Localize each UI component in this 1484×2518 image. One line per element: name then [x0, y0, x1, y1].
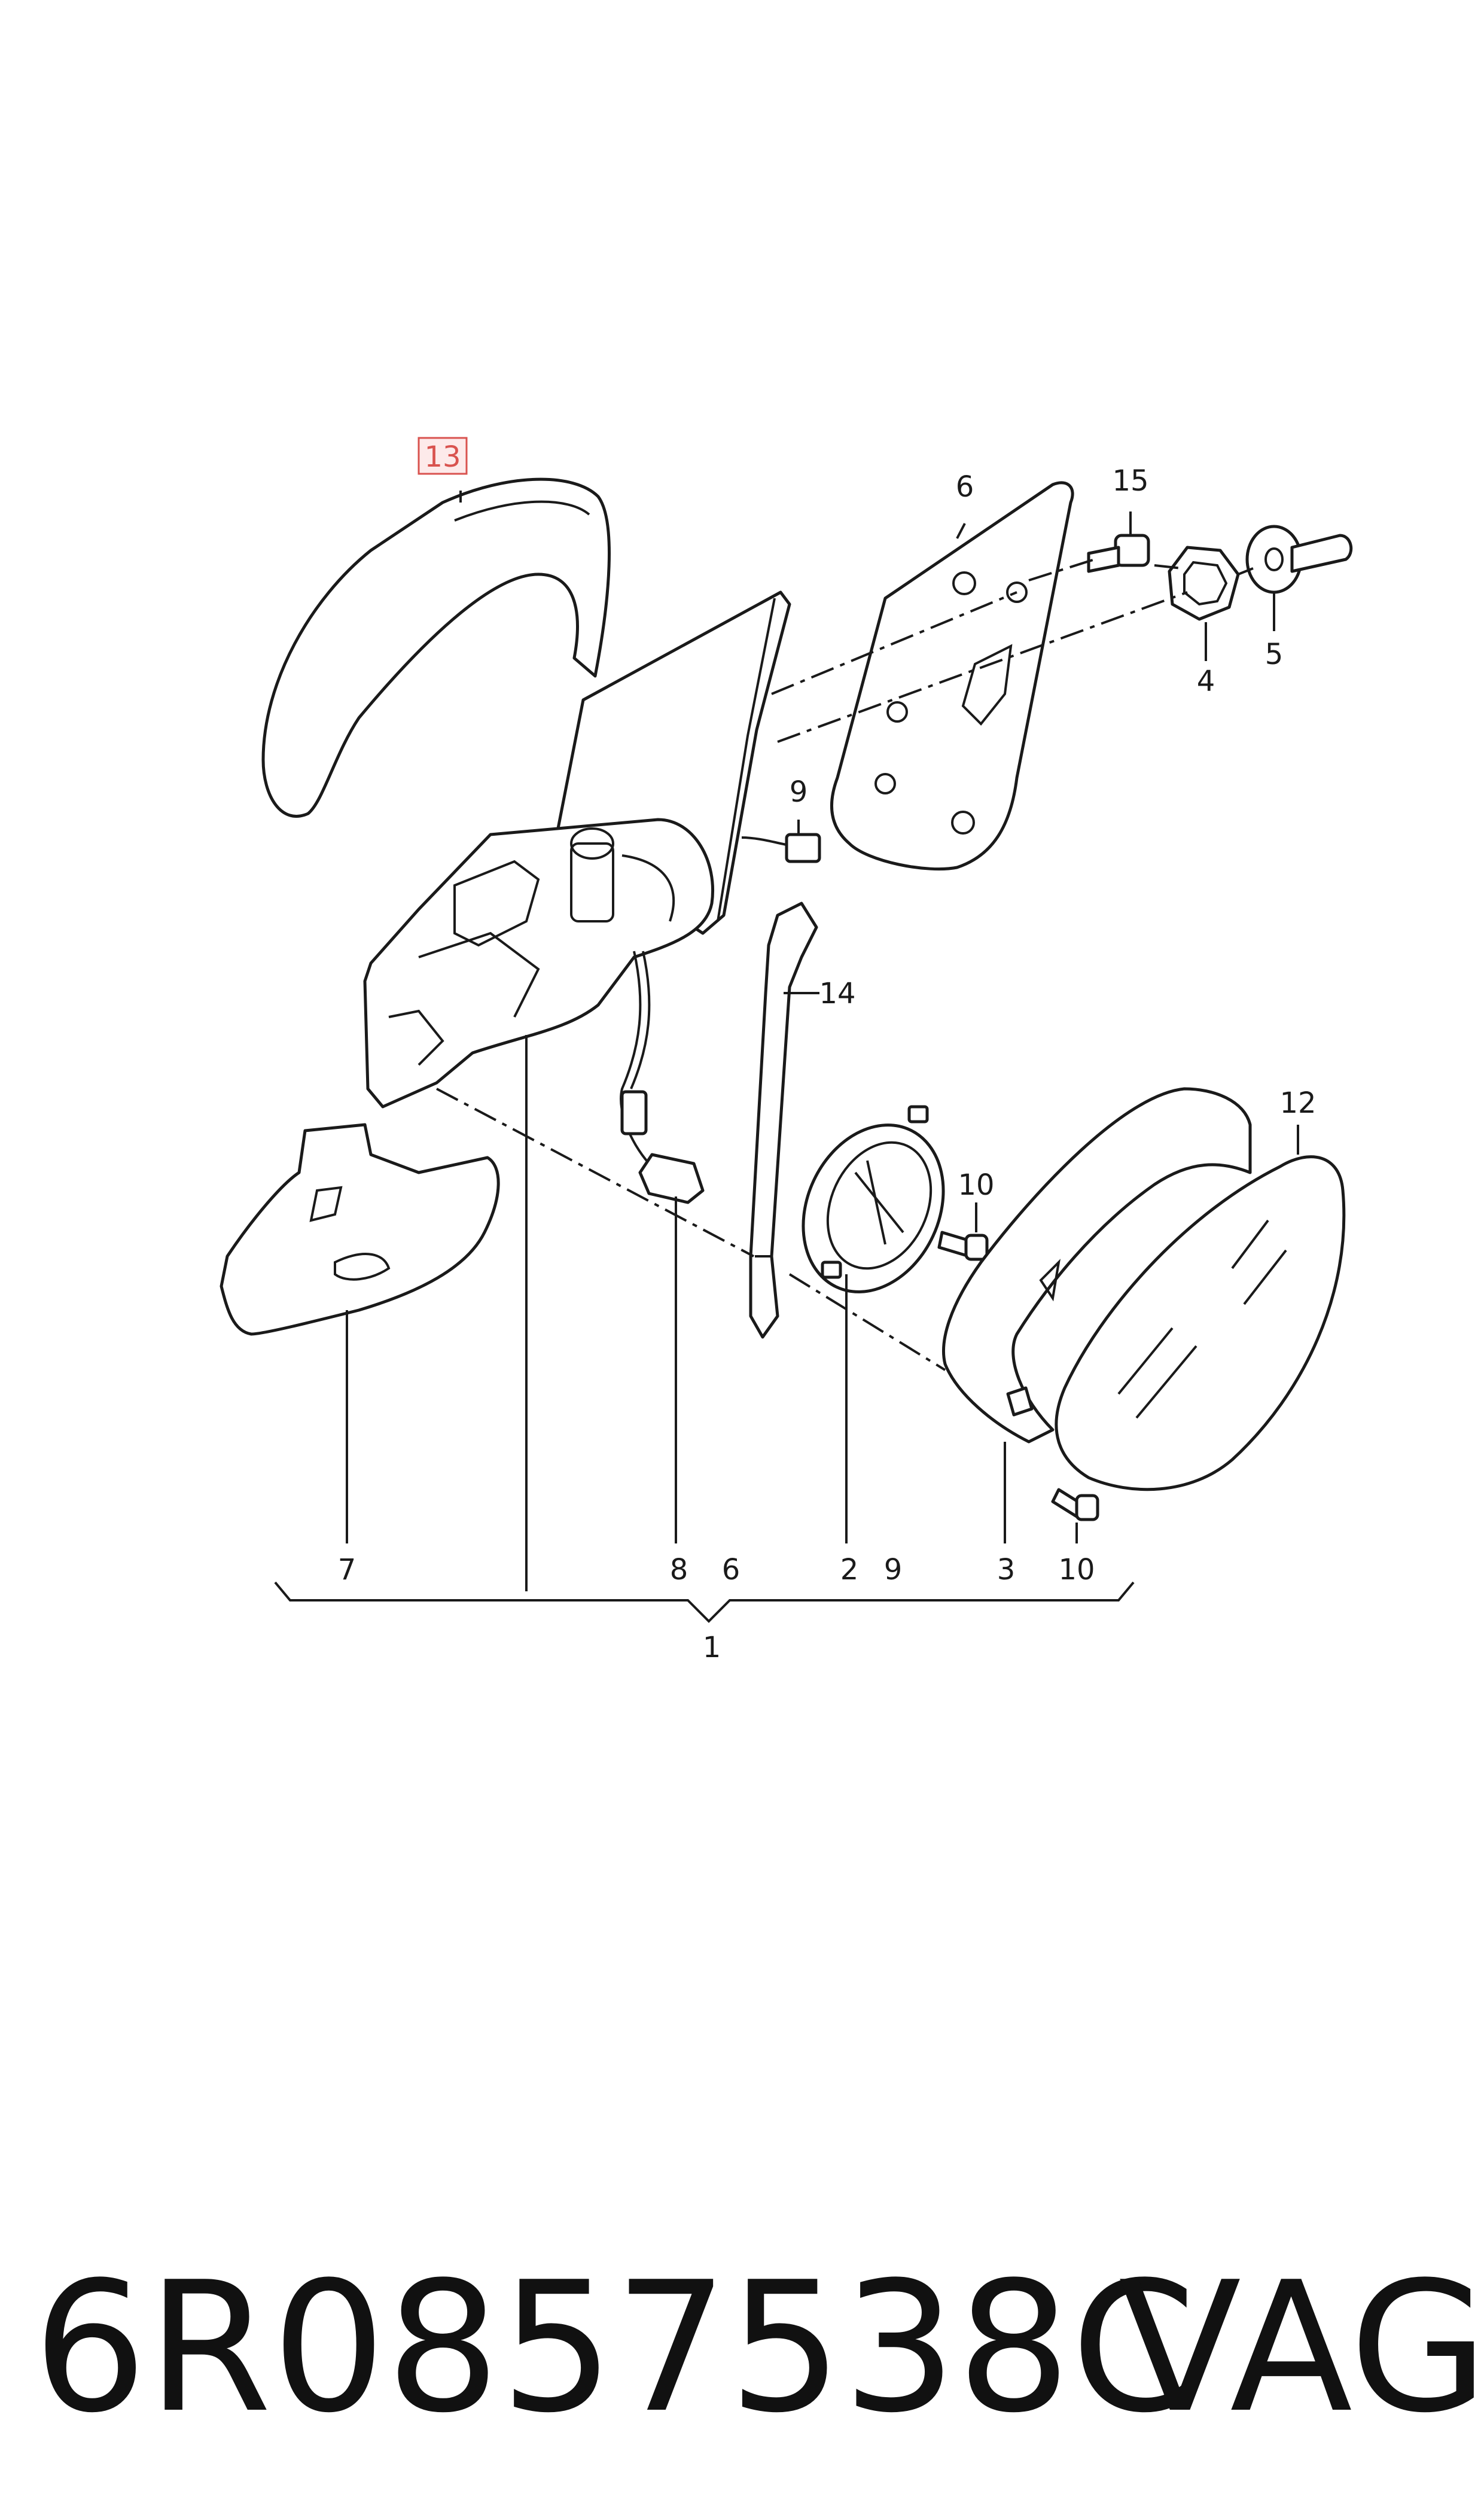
callout-4[interactable]: 4	[1197, 665, 1215, 698]
turn-signal-strip-part[interactable]	[749, 902, 818, 1339]
callout-14[interactable]: 14	[819, 977, 855, 1010]
callout-3[interactable]: 3	[997, 1553, 1016, 1587]
nut-part-4[interactable]	[1168, 546, 1240, 621]
mirror-frame-part[interactable]	[942, 1087, 1252, 1444]
part-number-text: 6R0857538C	[33, 2243, 1196, 2452]
screw-part-15[interactable]	[1087, 534, 1150, 573]
screw-part-10-bottom[interactable]	[1051, 1488, 1099, 1521]
cable-connector-part-8[interactable]	[620, 951, 705, 1204]
brand-text: VAG	[1119, 2243, 1484, 2452]
assembly-bracket	[274, 1581, 1135, 1623]
callout-12[interactable]: 12	[1279, 1086, 1316, 1120]
callout-13[interactable]: 13	[424, 440, 461, 474]
callout-6-bottom[interactable]: 6	[722, 1553, 741, 1587]
callout-1[interactable]: 1	[703, 1631, 721, 1664]
highlight-box-13	[418, 437, 468, 475]
adjuster-motor-part[interactable]	[777, 1102, 970, 1315]
callout-5[interactable]: 5	[1265, 638, 1284, 671]
lower-cover-part[interactable]	[220, 1123, 500, 1336]
callout-2[interactable]: 2	[840, 1553, 859, 1587]
leader-lines	[346, 491, 1299, 1591]
callout-8[interactable]: 8	[670, 1553, 688, 1587]
callout-10-mid[interactable]: 10	[958, 1168, 994, 1202]
backing-plate-part[interactable]	[830, 481, 1074, 871]
mirror-cap-part[interactable]	[261, 477, 611, 818]
alignment-lines	[436, 558, 1254, 1371]
callout-9-top[interactable]: 9	[790, 775, 808, 809]
mirror-glass-part[interactable]	[1055, 1155, 1346, 1491]
callout-7[interactable]: 7	[338, 1553, 356, 1587]
callout-15[interactable]: 15	[1112, 464, 1148, 498]
connector-part-9[interactable]	[741, 833, 821, 863]
callout-10-bottom[interactable]: 10	[1058, 1553, 1095, 1587]
callout-labels: 13 6 15 4 5 9 14 12 10 7 8 6 2 9 3 10 1	[338, 440, 1317, 1664]
callout-6-top[interactable]: 6	[956, 470, 974, 504]
washer-part-5[interactable]	[1245, 525, 1353, 594]
callout-9-bottom[interactable]: 9	[884, 1553, 903, 1587]
screw-part-10-mid[interactable]	[937, 1231, 989, 1261]
mirror-housing-part[interactable]	[363, 818, 714, 1109]
